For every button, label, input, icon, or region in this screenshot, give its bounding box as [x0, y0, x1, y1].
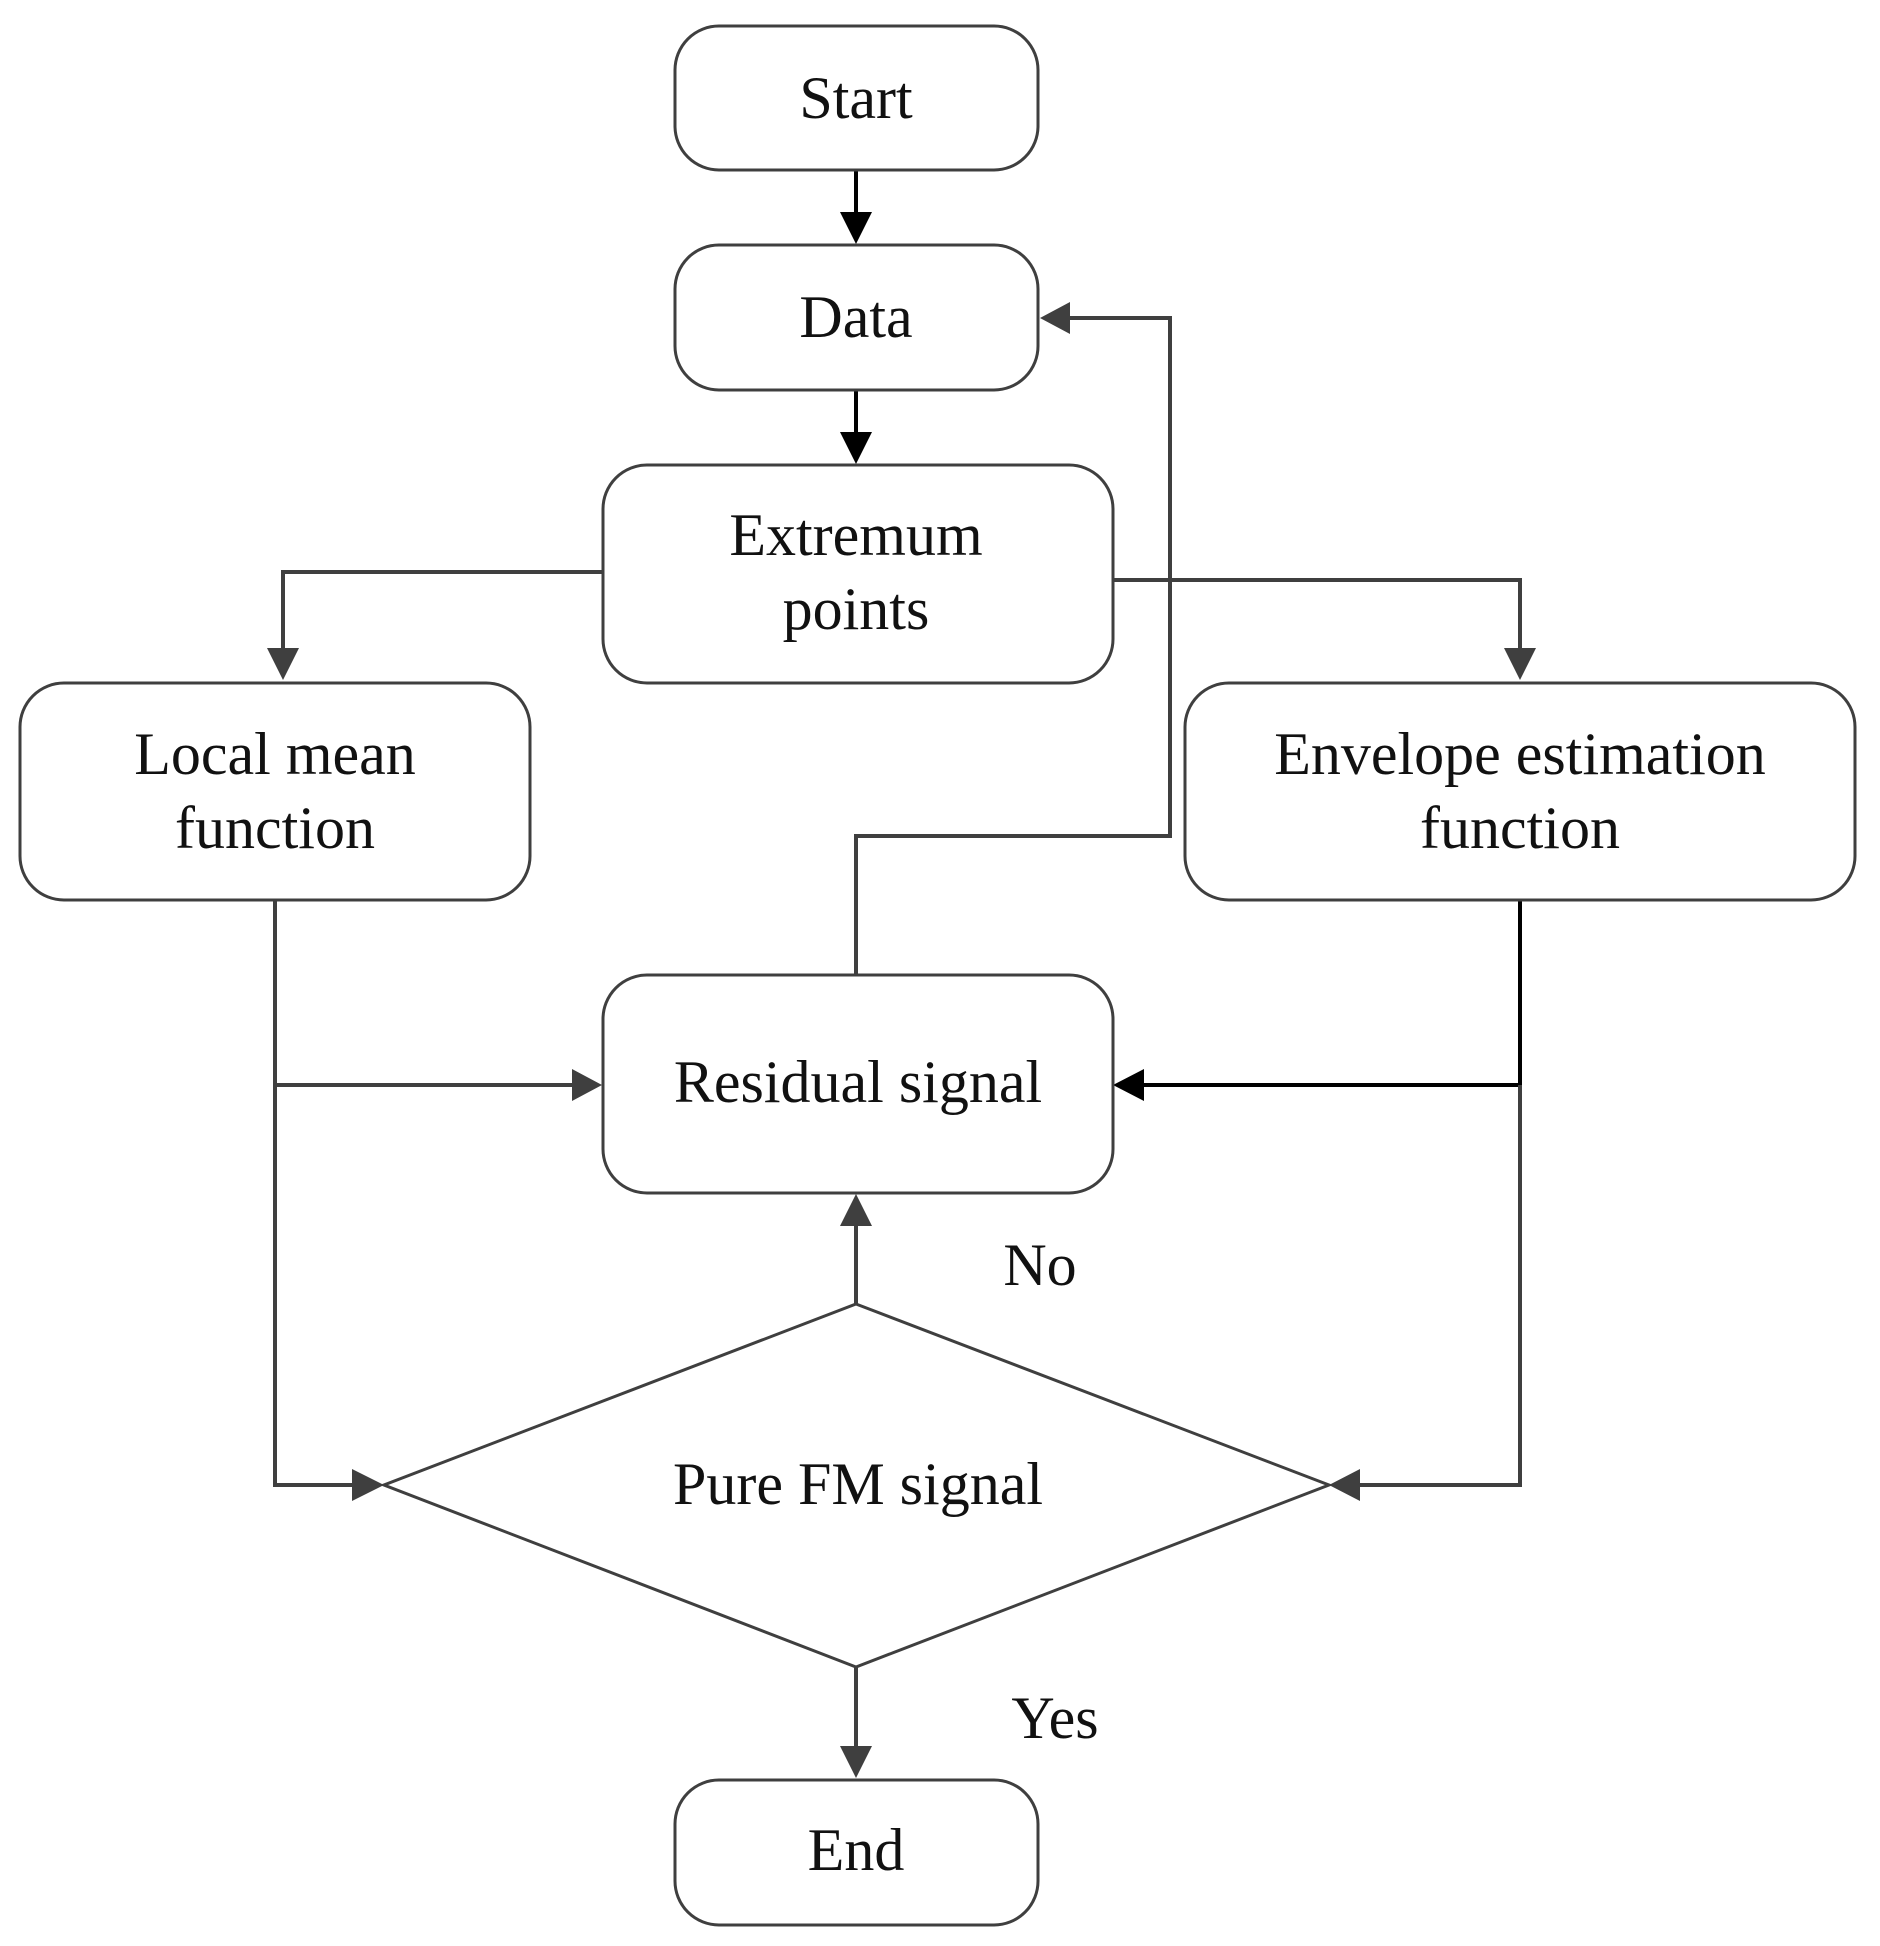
node-end-label: End — [808, 1817, 905, 1883]
node-pure-fm-signal-decision: Pure FM signal — [379, 1302, 1334, 1669]
edge-envelope-to-decision — [1329, 1085, 1522, 1501]
edge-local-mean-to-decision — [273, 1085, 384, 1501]
edge-label-yes: Yes — [1011, 1685, 1098, 1751]
node-data: Data — [673, 243, 1040, 392]
node-extremum-points-label-line-2: points — [783, 576, 930, 642]
edge-local-mean-to-residual — [273, 900, 602, 1101]
node-local-mean-function-label-line-2: function — [175, 795, 375, 861]
edge-data-to-extremum — [840, 390, 872, 464]
node-end: End — [673, 1778, 1040, 1927]
edge-decision-to-end-yes — [840, 1667, 872, 1778]
edge-residual-to-data-loop — [854, 302, 1172, 975]
node-data-label: Data — [799, 284, 912, 350]
node-envelope-estimation-function-label-line-1: Envelope estimation — [1274, 721, 1766, 787]
node-residual-signal: Residual signal — [601, 973, 1115, 1195]
edge-envelope-to-residual — [1113, 900, 1522, 1101]
node-residual-signal-label: Residual signal — [674, 1049, 1042, 1115]
node-extremum-points-label-line-1: Extremum — [729, 502, 982, 568]
edge-start-to-data — [840, 170, 872, 244]
node-local-mean-function-label-line-1: Local mean — [134, 721, 416, 787]
edge-extremum-to-local-mean — [267, 570, 603, 680]
node-envelope-estimation-function: Envelope estimation function — [1183, 681, 1857, 902]
node-local-mean-function: Local mean function — [18, 681, 532, 902]
edge-extremum-to-envelope — [1113, 578, 1536, 680]
node-start: Start — [673, 24, 1040, 172]
node-extremum-points: Extremum points — [601, 463, 1115, 685]
node-start-label: Start — [799, 65, 913, 131]
edge-label-no: No — [1003, 1232, 1076, 1298]
node-pure-fm-signal-label: Pure FM signal — [673, 1451, 1043, 1517]
node-envelope-estimation-function-label-line-2: function — [1420, 795, 1620, 861]
edge-decision-to-residual-no — [840, 1194, 872, 1304]
